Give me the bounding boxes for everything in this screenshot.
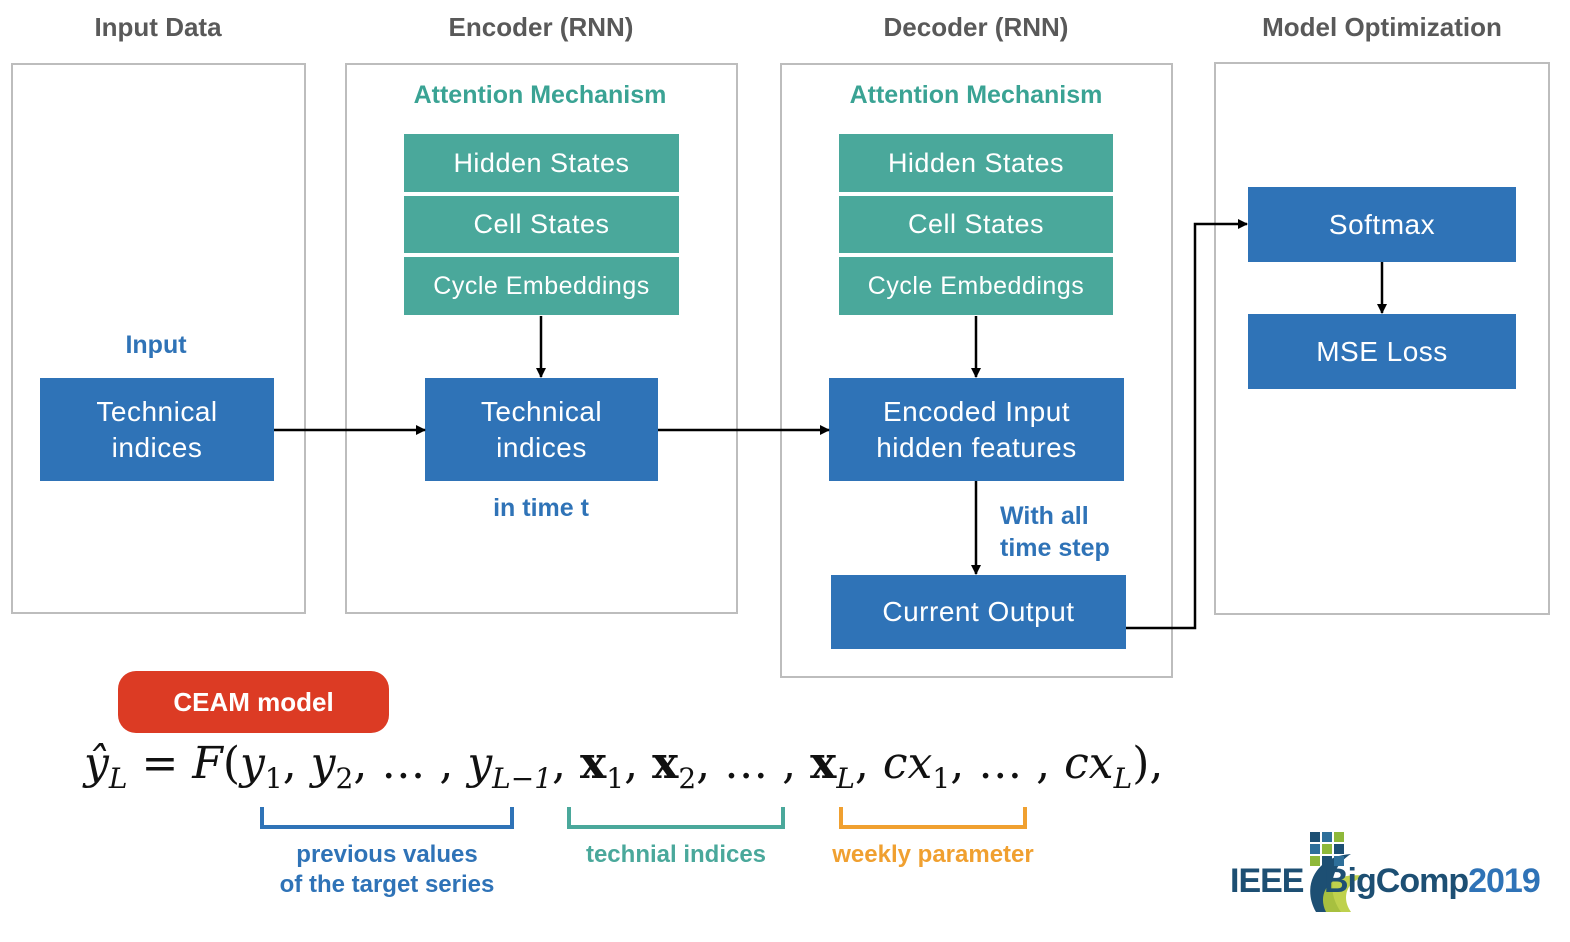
encoder-attention-title: Attention Mechanism bbox=[413, 81, 667, 109]
decoder-hidden-states-box: Hidden States bbox=[839, 134, 1113, 192]
input-label: Input bbox=[125, 331, 187, 359]
input-box-line2: indices bbox=[111, 431, 203, 463]
formula-y1: y bbox=[240, 738, 265, 789]
mse-loss-box: MSE Loss bbox=[1248, 314, 1516, 389]
column-title-optimization: Model Optimization bbox=[1262, 12, 1502, 42]
formula-dots-2: … bbox=[724, 738, 769, 789]
weekly-parameter-label: weekly parameter bbox=[832, 841, 1034, 868]
formula-lhs: ŷ bbox=[84, 738, 109, 789]
formula-x2: x bbox=[652, 738, 679, 789]
encoder-box-line2: indices bbox=[496, 431, 587, 463]
previous-values-line1: previous values bbox=[296, 841, 478, 868]
formula-equals: = bbox=[127, 738, 193, 789]
column-title-input-data: Input Data bbox=[94, 12, 222, 42]
decoder-step-line1: With all bbox=[1000, 502, 1089, 530]
input-data-panel bbox=[11, 63, 306, 614]
formula-y1-sub: 1 bbox=[264, 762, 283, 795]
encoder-hidden-states-box: Hidden States bbox=[404, 134, 679, 192]
formula-y2-sub: 2 bbox=[335, 762, 354, 795]
decoder-time-step-label: With all time step bbox=[1000, 500, 1110, 564]
formula-yL1-sub: L−1 bbox=[492, 762, 553, 795]
formula-yL1: y bbox=[467, 738, 493, 789]
logo-year: 2019 bbox=[1468, 862, 1541, 900]
formula-y2: y bbox=[310, 738, 336, 789]
formula-lhs-sub: L bbox=[108, 762, 128, 795]
column-title-encoder: Encoder (RNN) bbox=[448, 12, 634, 42]
encoder-box-line1: Technical bbox=[480, 395, 603, 427]
arrow-output-to-softmax bbox=[1126, 219, 1248, 630]
decoder-step-line2: time step bbox=[1000, 534, 1110, 562]
formula-func: F bbox=[192, 738, 223, 789]
encoder-technical-indices-box: Technical indices bbox=[425, 378, 658, 481]
bracket-previous-values bbox=[260, 807, 514, 829]
decoder-encoded-line2: hidden features bbox=[876, 431, 1077, 463]
formula-x1: x bbox=[580, 738, 607, 789]
formula-cx1-sub: 1 bbox=[932, 762, 951, 795]
logo-ieee-text: IEEE bbox=[1230, 862, 1304, 900]
column-title-decoder: Decoder (RNN) bbox=[883, 12, 1069, 42]
decoder-cell-states-box: Cell States bbox=[839, 196, 1113, 253]
formula-xL: x bbox=[810, 738, 837, 789]
input-technical-indices-box: Technical indices bbox=[40, 378, 274, 481]
formula-dots-1: … bbox=[381, 738, 426, 789]
encoder-time-label: in time t bbox=[493, 494, 589, 522]
decoder-encoded-input-box: Encoded Input hidden features bbox=[829, 378, 1124, 481]
formula-dots-3: … bbox=[978, 738, 1023, 789]
decoder-attention-title: Attention Mechanism bbox=[849, 81, 1103, 109]
input-box-line1: Technical bbox=[96, 395, 218, 427]
ceam-formula: ŷL = F(y1, y2, … , yL−1, x1, x2, … , xL,… bbox=[84, 738, 1164, 795]
formula-xL-sub: L bbox=[836, 762, 855, 795]
logo-big-text: BigComp2019 bbox=[1324, 862, 1541, 901]
bigcomp-logo-icon bbox=[1310, 832, 1366, 912]
formula-x1-sub: 1 bbox=[606, 762, 625, 795]
decoder-encoded-line1: Encoded Input bbox=[882, 395, 1071, 427]
bracket-weekly-parameter bbox=[839, 807, 1027, 829]
formula-x2-sub: 2 bbox=[678, 762, 697, 795]
encoder-cycle-embeddings-box: Cycle Embeddings bbox=[404, 257, 679, 315]
softmax-box: Softmax bbox=[1248, 187, 1516, 262]
previous-values-label: previous values of the target series bbox=[237, 840, 537, 900]
formula-cxL: cx bbox=[1064, 738, 1114, 789]
bracket-technical-indices bbox=[567, 807, 785, 829]
logo-bigcomp-word: BigComp bbox=[1324, 862, 1469, 900]
decoder-cycle-embeddings-box: Cycle Embeddings bbox=[839, 257, 1113, 315]
encoder-cell-states-box: Cell States bbox=[404, 196, 679, 253]
decoder-current-output-box: Current Output bbox=[831, 575, 1126, 649]
ceam-model-badge: CEAM model bbox=[118, 671, 389, 733]
formula-cx1: cx bbox=[882, 738, 933, 789]
previous-values-line2: of the target series bbox=[279, 871, 495, 898]
technical-indices-label: technial indices bbox=[585, 841, 767, 868]
formula-cxL-sub: L bbox=[1113, 762, 1133, 795]
